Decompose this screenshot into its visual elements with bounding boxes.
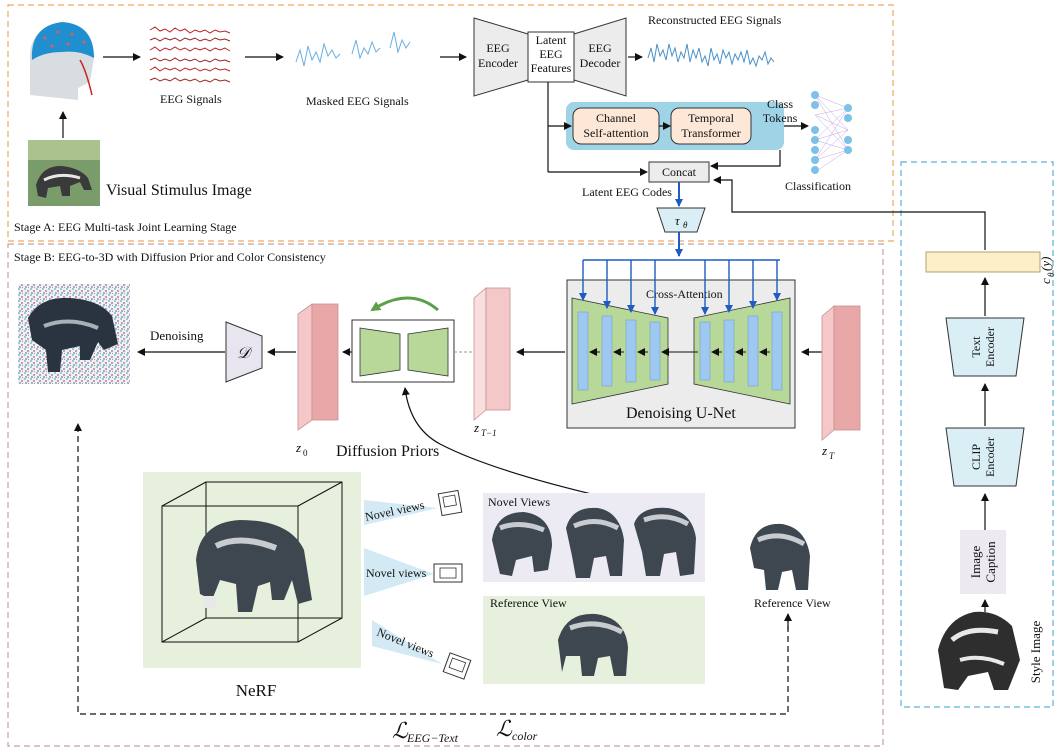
tau-theta-block: [656, 207, 706, 233]
channel-attention-line2: Self-attention: [583, 126, 648, 140]
eeg-decoder-block: [573, 17, 627, 97]
image-caption-line1: Image: [968, 546, 983, 579]
loss-feedback-path: [74, 423, 789, 715]
reference-view-panel-title: Reference View: [490, 596, 567, 610]
stage-a-label: Stage A: EEG Multi-task Joint Learning S…: [14, 220, 237, 234]
c-theta-sub: θ: [1046, 272, 1056, 277]
masked-eeg-signal-graphic: [295, 31, 411, 67]
diffusion-prior-decoder: [407, 327, 449, 377]
style-image: [938, 611, 1020, 690]
latent-zt: [821, 305, 861, 441]
latent-zt-minus-1: [473, 287, 511, 421]
camera-cone-1: [364, 489, 463, 525]
zt-sub: T: [829, 451, 835, 461]
loss-color: ℒ: [496, 716, 513, 741]
reconstructed-eeg-signal-graphic: [647, 43, 775, 68]
novel-views-title: Novel Views: [488, 495, 550, 509]
reference-view-label: Reference View: [754, 596, 831, 610]
denoising-label: Denoising: [150, 328, 204, 343]
stage-b-panel: [7, 243, 884, 747]
denoised-output-image: [18, 284, 130, 384]
eeg-head-icon: [22, 22, 100, 100]
temporal-transformer-box: [670, 107, 752, 145]
zt1-label: z: [473, 420, 479, 435]
unet-attention-blocks: [577, 311, 783, 391]
classification-label: Classification: [785, 179, 851, 193]
novel-view-renders: [492, 507, 696, 578]
camera-cone-3: [372, 620, 472, 680]
channel-attention-line1: Channel: [596, 111, 637, 125]
camera-cone-2: [364, 548, 463, 596]
clip-encoder-line2: Encoder: [983, 437, 997, 477]
clip-encoder-line1: CLIP: [969, 444, 983, 470]
latent-features-line3: Features: [531, 61, 572, 75]
visual-stimulus-image: [28, 140, 100, 206]
c-theta-box: [925, 251, 1041, 273]
reference-view-image: [750, 523, 810, 590]
c-theta-arg: (y): [1038, 257, 1053, 271]
class-tokens-line1: Class: [767, 97, 793, 111]
loss-eeg-text: ℒ: [392, 718, 409, 743]
reconstructed-eeg-label: Reconstructed EEG Signals: [648, 13, 782, 27]
tau-theta-sub: θ: [683, 220, 688, 230]
classification-network-icon: [811, 91, 852, 174]
cross-attention-label: Cross-Attention: [646, 287, 723, 301]
visual-stimulus-label: Visual Stimulus Image: [106, 182, 252, 199]
class-tokens-line2: Tokens: [763, 111, 798, 125]
temporal-transformer-line2: Transformer: [681, 126, 741, 140]
text-encoder-block: [945, 317, 1025, 377]
diffusion-prior-encoder: [359, 327, 401, 377]
latent-eeg-features-box: [527, 31, 575, 83]
z0-sub: 0: [303, 448, 308, 458]
concat-label: Concat: [662, 165, 697, 179]
temporal-transformer-line1: Temporal: [688, 111, 734, 125]
eeg-encoder-line1: EEG: [486, 41, 510, 55]
novel-views-cam-2: Novel views: [366, 566, 427, 580]
eeg-decoder-line2: Decoder: [580, 56, 621, 70]
image-decoder-block: [225, 321, 263, 383]
denoising-unet-label: Denoising U-Net: [626, 405, 736, 422]
decoder-symbol: 𝒟: [237, 345, 253, 362]
text-encoder-line1: Text: [969, 336, 983, 358]
right-panel: [900, 161, 1054, 708]
latent-z0: [297, 303, 339, 431]
loss-color-sub: color: [512, 729, 538, 743]
eeg-encoder-line2: Encoder: [478, 56, 518, 70]
zt-label: z: [821, 443, 827, 458]
latent-eeg-codes-label: Latent EEG Codes: [582, 185, 672, 199]
eeg-decoder-line1: EEG: [588, 41, 612, 55]
reference-view-render-in-panel: [558, 613, 628, 676]
nerf-anteater-render: [196, 520, 312, 612]
masked-eeg-label: Masked EEG Signals: [306, 94, 409, 108]
loss-eeg-text-sub: EEG−Text: [406, 731, 459, 745]
nerf-label: NeRF: [236, 681, 277, 700]
c-theta-label: c: [1038, 278, 1053, 284]
stage-a-panel: [7, 4, 894, 242]
image-caption-line2: Caption: [983, 541, 998, 583]
zt1-sub: T−1: [481, 428, 497, 438]
style-image-label: Style Image: [1028, 621, 1043, 684]
stage-b-label: Stage B: EEG-to-3D with Diffusion Prior …: [14, 250, 326, 264]
image-caption-box: [960, 530, 1006, 594]
text-encoder-line2: Encoder: [983, 327, 997, 367]
eeg-signals-label: EEG Signals: [160, 92, 222, 106]
latent-features-line2: EEG: [539, 47, 563, 61]
latent-features-line1: Latent: [536, 33, 567, 47]
eeg-signals-graphic: [149, 26, 231, 83]
z0-label: z: [295, 440, 301, 455]
clip-encoder-block: [945, 427, 1025, 487]
diffusion-prior-loop-arrow: [370, 296, 439, 312]
tau-theta-symbol: τ: [675, 213, 681, 228]
diffusion-priors-label: Diffusion Priors: [336, 443, 439, 460]
